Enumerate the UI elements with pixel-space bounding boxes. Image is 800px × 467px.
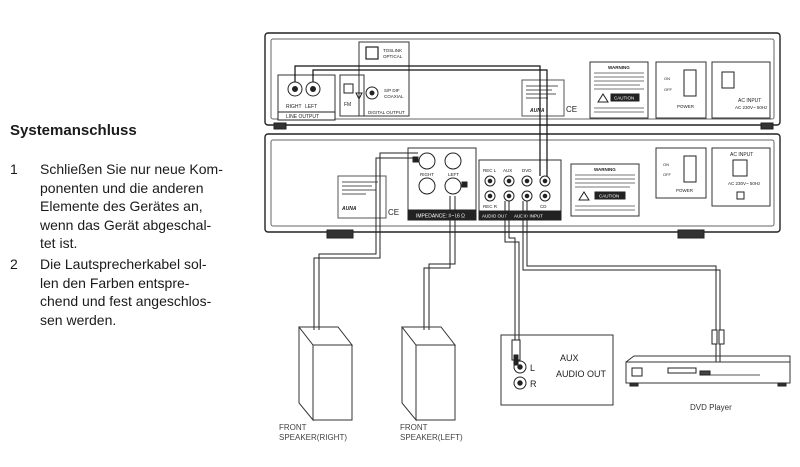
audio-out-label: AUDIO OUT (482, 214, 507, 219)
dvd-player-label: DVD Player (690, 403, 732, 412)
cable-speaker-left (423, 196, 456, 330)
aux-audio-out-label: AUDIO OUT (556, 369, 607, 379)
instructions-panel: Systemanschluss 1 Schließen Sie nur neue… (0, 0, 248, 467)
warning-label: WARNING (594, 167, 616, 172)
item-line: Die Lautsprecherkabel sol- (40, 256, 207, 272)
optical-label: OPTICAL (383, 54, 403, 59)
right-jack-label: RIGHT (286, 104, 302, 110)
item-line: wenn das Gerät abgeschal- (40, 216, 212, 233)
brand-logo: AUNA (529, 108, 545, 114)
caution-label: CAUTION (614, 96, 634, 101)
dvd-player (625, 329, 791, 387)
item-line: tet ist. (40, 235, 78, 251)
aux-l-label: L (530, 363, 535, 373)
coaxial-label: COAXIAL (384, 94, 404, 99)
item-line: ponenten und die anderen (40, 179, 204, 196)
fm-label: FM (344, 102, 351, 108)
ac-input-label: AC INPUT (730, 152, 753, 158)
top-unit: RIGHT LEFT LINE OUTPUT FM TOSLINK OPTICA… (264, 32, 781, 130)
ac-input-label: AC INPUT (738, 98, 761, 104)
top-info-block: AUNA CE (521, 79, 577, 117)
item-line: sen werden. (40, 311, 117, 328)
line-output-label: LINE OUTPUT (286, 114, 319, 120)
item-number: 2 (10, 256, 18, 272)
top-power-switch: ON OFF POWER (655, 61, 707, 119)
cable-dvd-input (522, 201, 721, 330)
front-speaker-right (297, 326, 354, 422)
power-label: POWER (677, 104, 695, 109)
impedance-label: IMPEDANCE: 8~16 Ω (416, 214, 465, 220)
off-label: OFF (663, 172, 672, 177)
speaker-right-label-line2: SPEAKER(RIGHT) (279, 433, 347, 442)
fm-antenna-jack: FM (339, 74, 365, 117)
rec-l-label: REC L (483, 168, 497, 173)
svg-text:CE: CE (388, 208, 399, 217)
left-jack-label: LEFT (305, 104, 317, 110)
item-line: Schließen Sie nur neue Kom- (40, 161, 223, 177)
speaker-outputs: RIGHT LEFT IMPEDANCE: 8~16 Ω (407, 147, 477, 221)
ac-rating-label: AC 230V~ 50Hz (728, 181, 761, 186)
speaker-left-label-line1: FRONT (400, 423, 428, 432)
aux-r-label: R (530, 379, 537, 389)
spdif-label: S/P DIF (384, 88, 400, 93)
toslink-label: TOSLINK (383, 48, 402, 53)
audio-input-label: AUDIO INPUT (514, 214, 543, 219)
bottom-warning-label: WARNING CAUTION (570, 163, 640, 217)
digital-output-label: DIGITAL OUTPUT (368, 110, 405, 115)
top-ac-input: AC INPUT AC 230V~ 50Hz (711, 61, 771, 119)
front-speaker-left (400, 326, 457, 422)
left-speaker-label: LEFT (448, 172, 459, 177)
svg-text:CE: CE (566, 105, 577, 114)
item-line: len den Farben entspre- (40, 274, 190, 291)
bottom-unit: AUNA CE RIGHT LEFT IMPEDANCE: 8~16 Ω REC… (264, 133, 781, 239)
aux-audio-out-box: L R AUX AUDIO OUT (500, 334, 614, 406)
bottom-power-switch: ON OFF POWER (655, 147, 707, 199)
on-label: ON (664, 76, 670, 81)
off-label: OFF (664, 87, 673, 92)
cable-speaker-right (313, 152, 418, 330)
item-number: 1 (10, 161, 18, 177)
bottom-info-block: AUNA CE (337, 175, 399, 219)
dvd-label: DVD (522, 168, 532, 173)
speaker-left-label-line2: SPEAKER(LEFT) (400, 433, 463, 442)
line-output-jacks: RIGHT LEFT LINE OUTPUT (277, 74, 336, 121)
cd-label: CD (540, 204, 547, 209)
right-speaker-label: RIGHT (420, 172, 434, 177)
item-text: Schließen Sie nur neue Kom- ponenten und… (40, 160, 238, 253)
speaker-right-label-line1: FRONT (279, 423, 307, 432)
aux-title-label: AUX (560, 353, 579, 363)
digital-output: TOSLINK OPTICAL S/P DIF COAXIAL DIGITAL … (358, 41, 410, 117)
power-label: POWER (676, 188, 694, 193)
item-line: chend und fest angeschlos- (40, 293, 212, 309)
on-label: ON (663, 162, 669, 167)
warning-label: WARNING (608, 65, 630, 70)
rec-r-label: REC R (483, 204, 498, 209)
cable-line-output-to-cd (294, 65, 548, 176)
audio-input-panel: REC L AUX DVD REC R CD AUDIO OUT AUDIO I… (478, 159, 562, 221)
brand-logo: AUNA (341, 206, 357, 212)
top-warning-label: WARNING CAUTION (589, 61, 649, 119)
item-line: Elemente des Gerätes an, (40, 198, 203, 214)
section-heading: Systemanschluss (10, 122, 137, 139)
ac-rating-label: AC 230V~ 50Hz (735, 105, 768, 110)
aux-label: AUX (503, 168, 512, 173)
caution-label: CAUTION (599, 194, 619, 199)
bottom-ac-input: AC INPUT AC 230V~ 50Hz (711, 147, 771, 207)
item-text: Die Lautsprecherkabel sol- len den Farbe… (40, 255, 238, 329)
cable-aux-input (504, 201, 520, 340)
